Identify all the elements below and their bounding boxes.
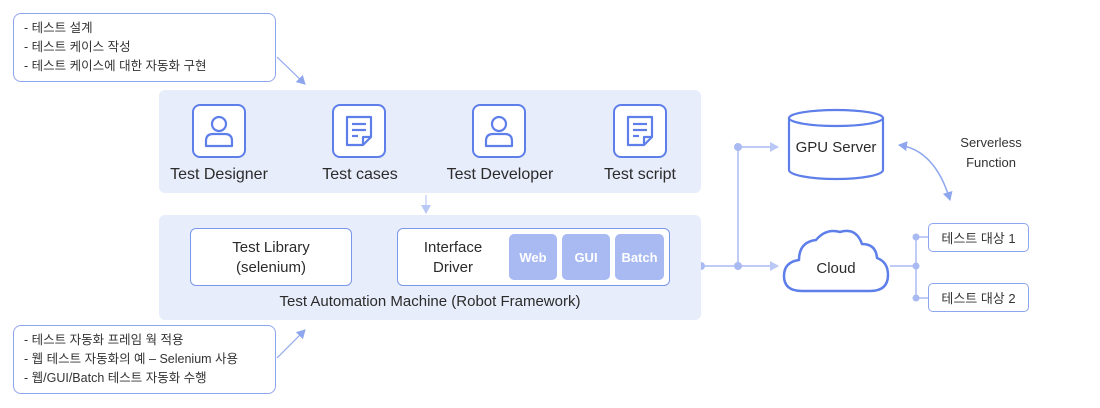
- top-note-pointer: [276, 56, 306, 85]
- test-cases-node: [332, 104, 386, 158]
- bottom-note-line: - 웹 테스트 자동화의 예 – Selenium 사용: [24, 352, 239, 366]
- node-dot: [912, 233, 920, 241]
- interface-driver-line2: Driver: [433, 259, 473, 276]
- batch-chip: Batch: [615, 234, 664, 280]
- gui-chip: GUI: [562, 234, 610, 280]
- bottom-note-line: - 테스트 자동화 프레임 웍 적용: [24, 333, 184, 347]
- test-library-title: Test Library: [232, 239, 310, 256]
- cloud-label: Cloud: [816, 260, 856, 277]
- test-designer-label: Test Designer: [170, 166, 268, 183]
- top-note-line: - 테스트 설계: [24, 21, 93, 35]
- automation-machine-title: Test Automation Machine (Robot Framework…: [279, 293, 581, 310]
- person-icon: [484, 115, 514, 148]
- serverless-function-label: Serverless Function: [946, 133, 1036, 173]
- interface-driver-line1: Interface: [423, 239, 483, 256]
- top-note-line: - 테스트 케이스 작성: [24, 40, 131, 54]
- bottom-note-pointer: [276, 329, 306, 359]
- test-developer-node: [472, 104, 526, 158]
- test-designer-node: [192, 104, 246, 158]
- top-note: - 테스트 설계 - 테스트 케이스 작성 - 테스트 케이스에 대한 자동화 …: [13, 13, 276, 82]
- serverless-line2: Function: [966, 155, 1016, 170]
- serverless-line1: Serverless: [960, 135, 1022, 150]
- serverless-arrow: [898, 141, 953, 201]
- bottom-note: - 테스트 자동화 프레임 웍 적용 - 웹 테스트 자동화의 예 – Sele…: [13, 325, 276, 394]
- test-target-1: 테스트 대상 1: [928, 223, 1029, 252]
- gpu-server-label: GPU Server: [795, 139, 877, 156]
- node-dot: [912, 262, 920, 270]
- person-icon: [204, 115, 234, 148]
- test-library-subtitle: (selenium): [235, 259, 307, 276]
- node-dot: [912, 294, 920, 302]
- test-cases-label: Test cases: [322, 166, 398, 183]
- test-library-box: Test Library (selenium): [190, 228, 352, 286]
- cloud-icon: [782, 229, 890, 293]
- document-icon: [626, 115, 654, 147]
- test-script-label: Test script: [603, 166, 676, 183]
- workflow-panel: [159, 90, 701, 193]
- database-icon: [787, 108, 885, 181]
- node-dot: [734, 262, 742, 270]
- bottom-note-line: - 웹/GUI/Batch 테스트 자동화 수행: [24, 371, 207, 385]
- web-chip: Web: [509, 234, 557, 280]
- document-icon: [345, 115, 373, 147]
- test-target-2: 테스트 대상 2: [928, 283, 1029, 312]
- node-dot: [734, 143, 742, 151]
- top-note-line: - 테스트 케이스에 대한 자동화 구현: [24, 59, 207, 73]
- test-script-node: [613, 104, 667, 158]
- test-developer-label: Test Developer: [446, 166, 554, 183]
